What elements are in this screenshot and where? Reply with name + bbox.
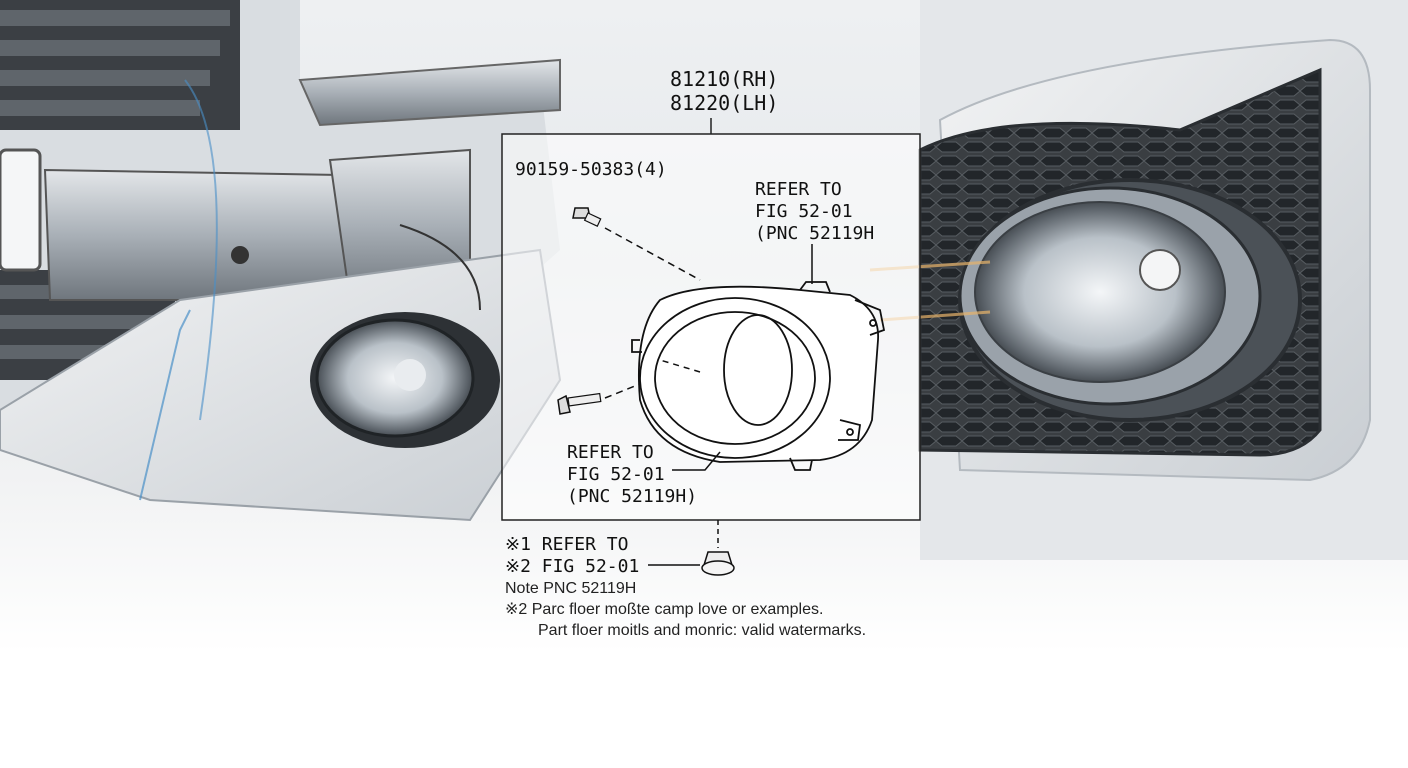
refer-callout-bottom: REFER TO FIG 52-01 (PNC 52119H) [567, 442, 697, 508]
note-line-1: Note PNC 52119H [505, 580, 637, 597]
note-line-3: Part floer moitls and monric: valid wate… [538, 622, 867, 639]
screw-icon [572, 207, 602, 227]
left-bumper-illustration [0, 0, 562, 522]
note-line-2: ※2 Parc floer moßte camp love or example… [505, 601, 824, 618]
screw-part-number: 90159-50383(4) [515, 159, 667, 180]
license-plate [0, 148, 42, 272]
right-bumper-illustration [869, 0, 1408, 560]
clip-fastener-icon [701, 551, 735, 576]
part-number-rh: 81210(RH) [670, 67, 779, 91]
refer-top-line2: FIG 52-01 [755, 201, 853, 222]
refer-callout-top: REFER TO FIG 52-01 (PNC 52119H [755, 179, 874, 245]
refer-bottom-line3: (PNC 52119H) [567, 486, 698, 507]
refer-top-line1: REFER TO [755, 179, 842, 200]
footnote-marks: ※1 REFER TO ※2 FIG 52-01 [505, 534, 639, 578]
reinforcement-beam [43, 168, 362, 301]
refer-top-line3: (PNC 52119H [755, 223, 875, 244]
part-number-lh: 81220(LH) [670, 91, 779, 115]
footnote-1: ※1 REFER TO [505, 534, 629, 555]
screw-icon [557, 392, 602, 415]
footnote-2: ※2 FIG 52-01 [505, 556, 640, 577]
refer-bottom-line2: FIG 52-01 [567, 464, 665, 485]
left-fog-lamp [310, 312, 500, 448]
fog-lamp-housing-icon [631, 281, 886, 471]
wire-harness [399, 224, 481, 311]
right-fog-lamp [958, 178, 1302, 422]
refer-bottom-line1: REFER TO [567, 442, 654, 463]
